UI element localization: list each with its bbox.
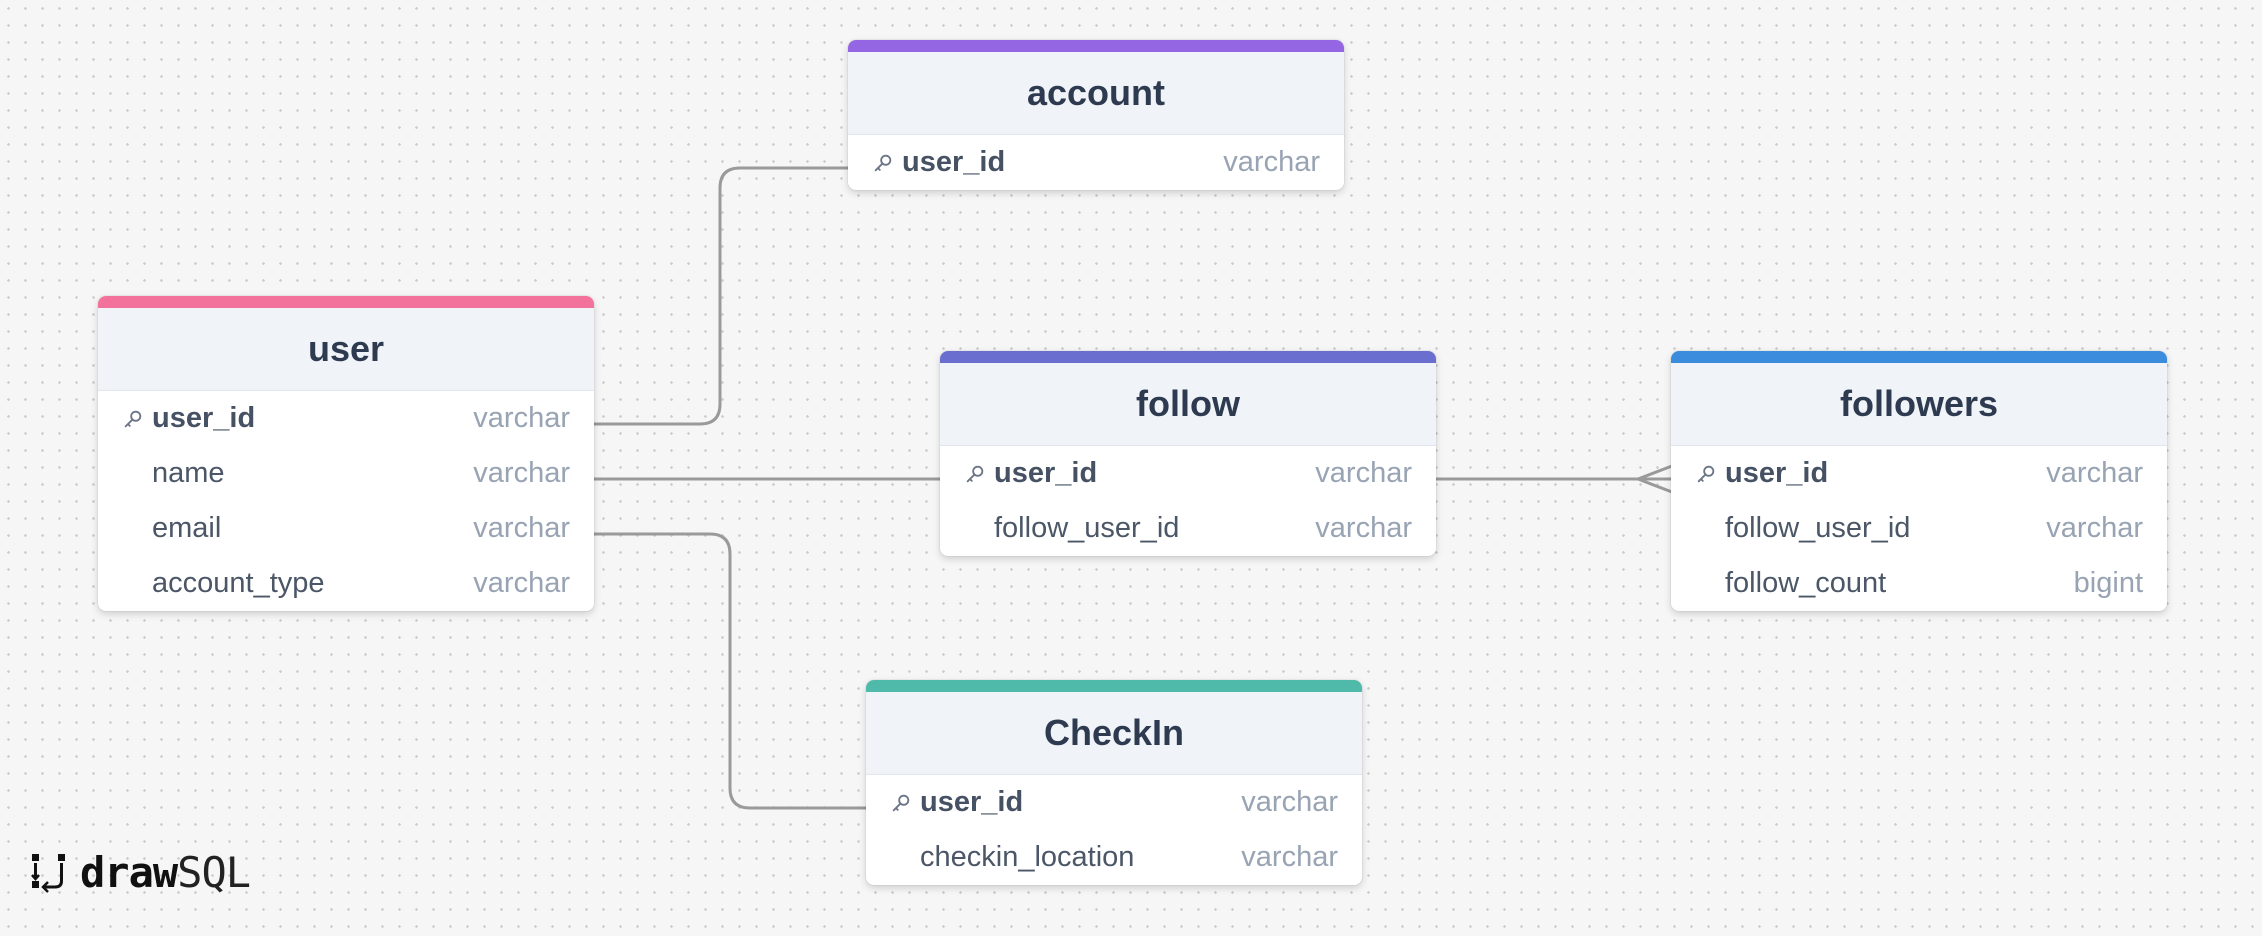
primary-key-icon: [872, 150, 897, 175]
column-row[interactable]: follow_count bigint: [1671, 556, 2167, 611]
column-type: bigint: [2073, 567, 2143, 599]
table-color-bar: [848, 40, 1344, 52]
column-type: varchar: [473, 512, 570, 544]
column-row[interactable]: user_id varchar: [1671, 446, 2167, 501]
table-title[interactable]: CheckIn: [866, 692, 1362, 775]
column-row[interactable]: user_id varchar: [866, 775, 1362, 830]
table-color-bar: [1671, 351, 2167, 363]
column-name: email: [152, 512, 222, 544]
column-type: varchar: [1315, 457, 1412, 489]
primary-key-icon: [890, 790, 915, 815]
column-name: user_id: [1725, 457, 1829, 489]
relation-user-account[interactable]: [594, 166, 849, 426]
column-row[interactable]: follow_user_id varchar: [940, 501, 1436, 556]
column-type: varchar: [1223, 146, 1320, 178]
table-color-bar: [866, 680, 1362, 692]
column-type: varchar: [2046, 512, 2143, 544]
column-type: varchar: [1241, 841, 1338, 873]
table-title[interactable]: user: [98, 308, 594, 391]
column-name: user_id: [902, 146, 1006, 178]
column-type: varchar: [1315, 512, 1412, 544]
column-row[interactable]: user_id varchar: [98, 391, 594, 446]
column-name: follow_user_id: [994, 512, 1180, 544]
column-type: varchar: [473, 402, 570, 434]
column-row[interactable]: name varchar: [98, 446, 594, 501]
table-title[interactable]: account: [848, 52, 1344, 135]
primary-key-icon: [122, 406, 147, 431]
column-name: name: [152, 457, 225, 489]
column-name: checkin_location: [920, 841, 1135, 873]
logo-text-draw: draw: [80, 848, 178, 897]
column-row[interactable]: checkin_location varchar: [866, 830, 1362, 885]
table-title[interactable]: followers: [1671, 363, 2167, 446]
table-checkin[interactable]: CheckIn user_id varchar checkin_location…: [866, 680, 1362, 885]
crows-foot-many-icon: [1637, 464, 1673, 494]
column-row[interactable]: user_id varchar: [848, 135, 1344, 190]
primary-key-icon: [964, 461, 989, 486]
column-row[interactable]: email varchar: [98, 501, 594, 556]
column-type: varchar: [473, 457, 570, 489]
column-name: account_type: [152, 567, 325, 599]
column-type: varchar: [473, 567, 570, 599]
table-follow[interactable]: follow user_id varchar follow_user_id va…: [940, 351, 1436, 556]
table-color-bar: [98, 296, 594, 308]
column-name: user_id: [152, 402, 256, 434]
column-type: varchar: [2046, 457, 2143, 489]
column-name: user_id: [920, 786, 1024, 818]
drawsql-logo: draw SQL: [30, 848, 251, 897]
table-title[interactable]: follow: [940, 363, 1436, 446]
column-name: user_id: [994, 457, 1098, 489]
column-row[interactable]: account_type varchar: [98, 556, 594, 611]
primary-key-icon: [1695, 461, 1720, 486]
table-account[interactable]: account user_id varchar: [848, 40, 1344, 190]
logo-text-sql: SQL: [177, 848, 251, 897]
table-user[interactable]: user user_id varchar name varchar email …: [98, 296, 594, 611]
column-type: varchar: [1241, 786, 1338, 818]
table-color-bar: [940, 351, 1436, 363]
drawsql-logo-icon: [31, 853, 65, 893]
relation-user-checkin[interactable]: [594, 532, 867, 810]
column-row[interactable]: follow_user_id varchar: [1671, 501, 2167, 556]
column-row[interactable]: user_id varchar: [940, 446, 1436, 501]
table-followers[interactable]: followers user_id varchar follow_user_id…: [1671, 351, 2167, 611]
column-name: follow_count: [1725, 567, 1887, 599]
column-name: follow_user_id: [1725, 512, 1911, 544]
